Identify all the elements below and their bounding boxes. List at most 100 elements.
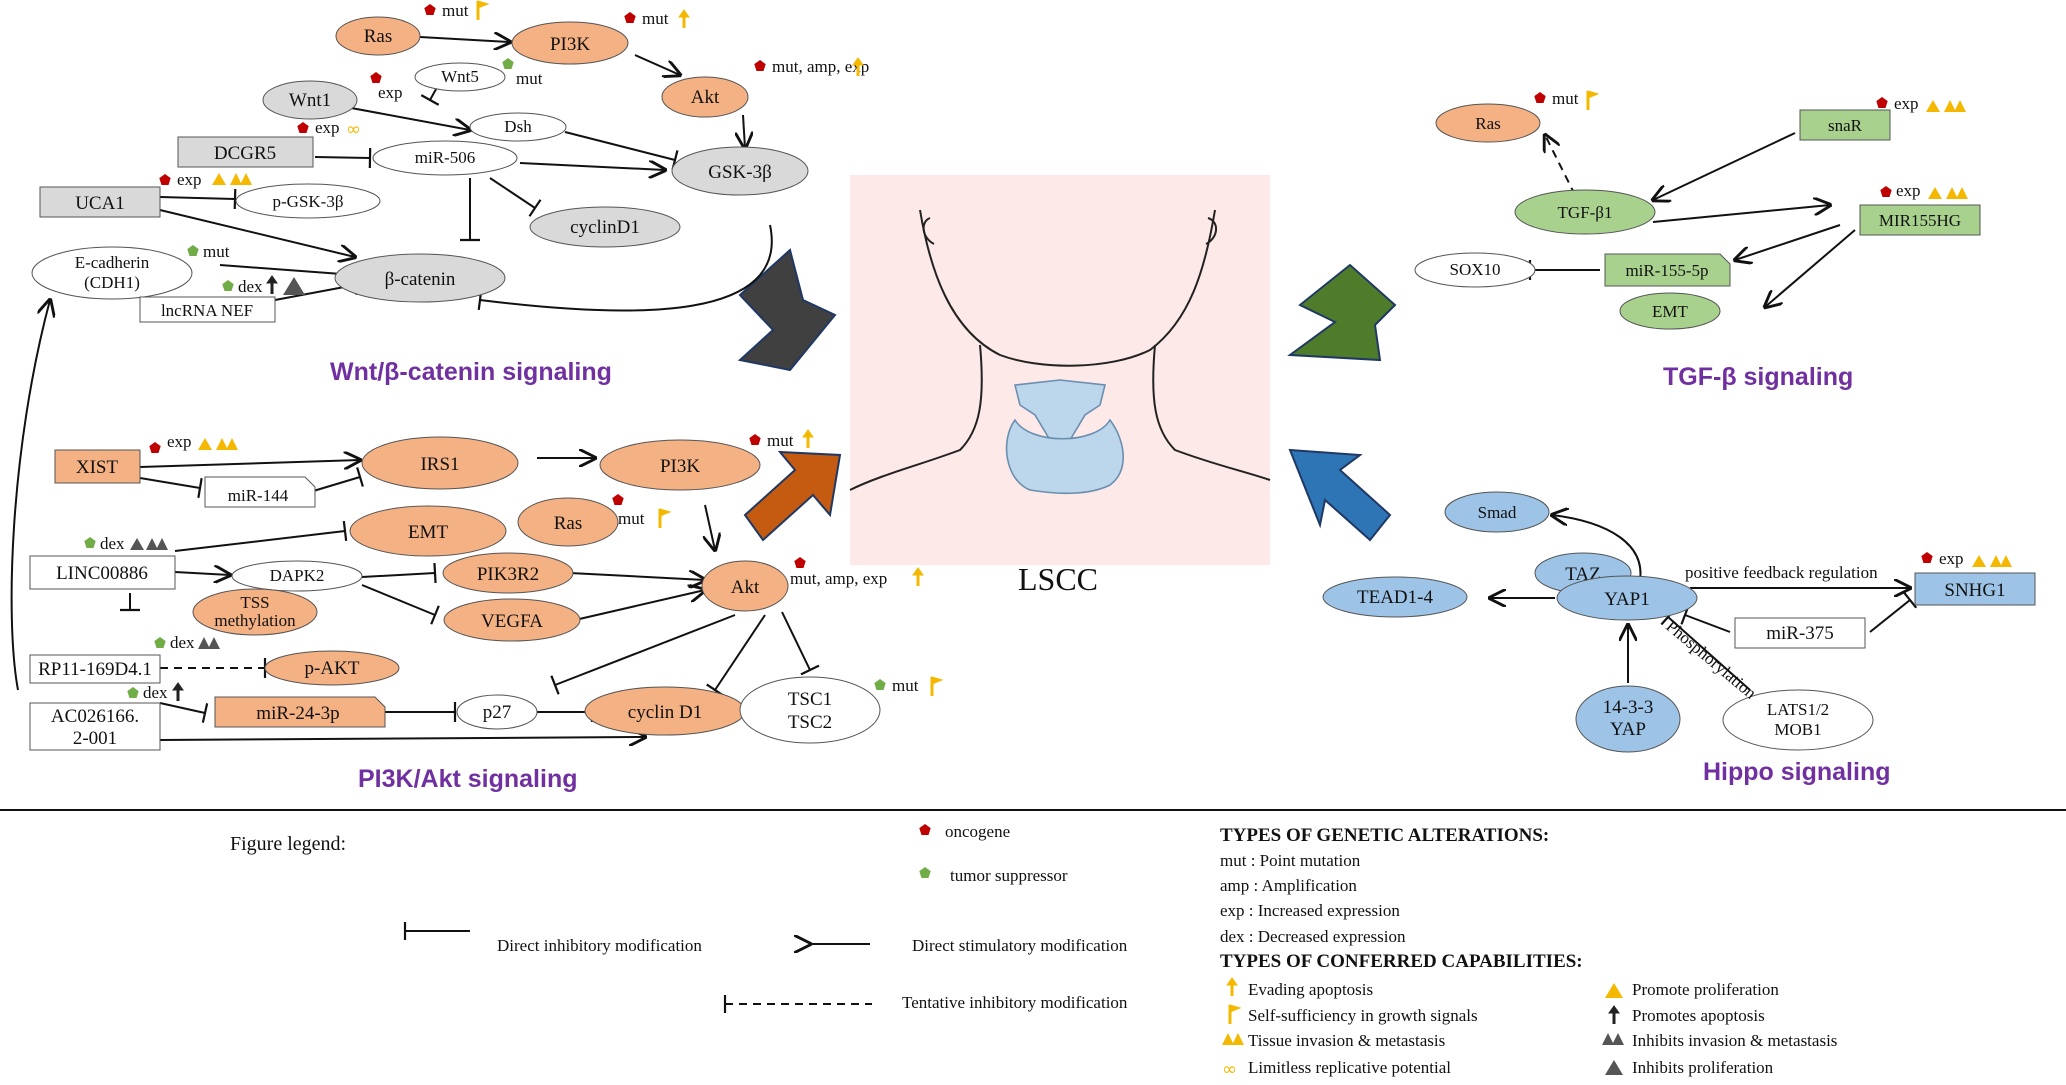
svg-text:YAP: YAP xyxy=(1610,719,1646,740)
svg-text:mut: mut xyxy=(1552,89,1579,108)
svg-text:tumor suppressor: tumor suppressor xyxy=(950,866,1068,885)
svg-text:Tentative inhibitory modificat: Tentative inhibitory modification xyxy=(902,993,1128,1012)
svg-text:mut: mut xyxy=(442,1,469,20)
tumor-suppressor-icon xyxy=(222,280,234,291)
mir144-node xyxy=(204,476,316,508)
svg-text:GSK-3β: GSK-3β xyxy=(708,162,772,183)
svg-text:Tissue invasion & metastasis: Tissue invasion & metastasis xyxy=(1248,1031,1445,1050)
wnt1-node xyxy=(262,80,358,120)
oncogene-icon xyxy=(159,174,171,185)
pi3k-akt-node xyxy=(701,560,789,612)
svg-text:p-GSK-3β: p-GSK-3β xyxy=(273,192,344,211)
oncogene-icon xyxy=(297,122,309,133)
tumor-suppressor-icon xyxy=(502,58,514,69)
linc00886-node xyxy=(29,555,176,590)
tissue-invasion-icon xyxy=(230,173,252,185)
svg-text:exp: exp xyxy=(378,83,403,102)
svg-text:(CDH1): (CDH1) xyxy=(84,273,140,292)
limitless-replicative-icon: ∞ xyxy=(346,119,361,140)
tumor-suppressor-icon xyxy=(187,245,199,256)
svg-text:Wnt1: Wnt1 xyxy=(289,90,331,111)
svg-text:β-catenin: β-catenin xyxy=(385,269,456,290)
wnt-cyclind1-node xyxy=(529,206,681,248)
legend-label: Figure legend: xyxy=(230,833,346,855)
ac026166-node xyxy=(29,702,161,751)
promotes-apoptosis-icon xyxy=(171,681,185,703)
promote-proliferation-icon xyxy=(1926,100,1940,112)
svg-text:SNHG1: SNHG1 xyxy=(1944,580,2005,601)
svg-text:mut: mut xyxy=(618,509,645,528)
mir24-node xyxy=(214,696,386,728)
svg-text:miR-24-3p: miR-24-3p xyxy=(256,703,339,724)
svg-text:exp: exp xyxy=(1896,181,1921,200)
growth-signal-icon xyxy=(930,675,944,698)
wnt-akt-node xyxy=(661,76,749,118)
svg-text:TSS: TSS xyxy=(240,593,269,612)
svg-text:exp: exp xyxy=(315,118,340,137)
svg-text:Direct stimulatory modificatio: Direct stimulatory modification xyxy=(912,936,1128,955)
oncogene-icon xyxy=(612,494,624,505)
svg-text:mut: mut xyxy=(516,69,543,88)
xist-node xyxy=(54,449,141,484)
p27-node xyxy=(456,694,538,730)
tumor-suppressor-icon xyxy=(127,687,139,698)
svg-text:oncogene: oncogene xyxy=(945,822,1010,841)
svg-text:mut : Point mutation: mut : Point mutation xyxy=(1220,851,1361,870)
svg-text:YAP1: YAP1 xyxy=(1604,589,1649,610)
tsc-node xyxy=(739,676,881,744)
neck-illustration: LSCC xyxy=(849,175,1271,597)
wnt-pi3k-node xyxy=(511,21,629,65)
svg-text:XIST: XIST xyxy=(76,457,119,478)
tumor-suppressor-icon xyxy=(154,637,166,648)
oncogene-icon xyxy=(424,4,436,15)
svg-text:Promote proliferation: Promote proliferation xyxy=(1632,980,1779,999)
svg-text:exp: exp xyxy=(167,432,192,451)
svg-text:miR-155-5p: miR-155-5p xyxy=(1625,261,1708,280)
inhibits-invasion-icon xyxy=(1602,1033,1624,1045)
inhibits-proliferation-icon xyxy=(283,277,305,295)
svg-text:Direct inhibitory modification: Direct inhibitory modification xyxy=(497,936,702,955)
tgfb1-node xyxy=(1514,189,1656,235)
tead-node xyxy=(1322,576,1468,618)
svg-text:cyclinD1: cyclinD1 xyxy=(570,217,640,238)
pi3k-emt-node xyxy=(349,505,507,557)
svg-text:AC026166.: AC026166. xyxy=(51,706,139,727)
pi3k-panel: XIST miR-144 IRS1 PI3K EMT Ras LINC00886… xyxy=(10,300,944,793)
feedback-label: positive feedback regulation xyxy=(1685,563,1878,582)
svg-text:exp : Increased expression: exp : Increased expression xyxy=(1220,901,1400,920)
hippo-big-arrow xyxy=(1288,448,1392,542)
hippo-panel: Smad TEAD1-4 TAZ YAP1 SNHG1 miR-375 14-3… xyxy=(1322,491,2036,786)
yap1-node xyxy=(1556,575,1698,621)
svg-text:14-3-3: 14-3-3 xyxy=(1603,697,1654,718)
pakt-node xyxy=(264,650,400,686)
snar-node xyxy=(1799,109,1891,141)
svg-text:mut, amp, exp: mut, amp, exp xyxy=(790,569,887,588)
svg-text:Ras: Ras xyxy=(364,26,393,47)
tissue-invasion-icon xyxy=(1944,100,1966,112)
gsk3b-node xyxy=(671,146,809,196)
svg-text:Ras: Ras xyxy=(1475,114,1501,133)
svg-text:mut, amp, exp: mut, amp, exp xyxy=(772,57,869,76)
svg-text:dex : Decreased expression: dex : Decreased expression xyxy=(1220,927,1406,946)
pi3k-title: PI3K/Akt signaling xyxy=(358,765,577,793)
mir155hg-node xyxy=(1859,204,1981,236)
mir375-node xyxy=(1734,617,1866,649)
promote-proliferation-icon xyxy=(198,438,212,450)
svg-text:PI3K: PI3K xyxy=(550,34,590,55)
svg-text:2-001: 2-001 xyxy=(73,728,117,749)
tumor-suppressor-icon xyxy=(919,867,931,878)
svg-text:p-AKT: p-AKT xyxy=(305,658,360,679)
svg-text:mut: mut xyxy=(203,242,230,261)
tgf-emt-node xyxy=(1619,292,1721,330)
svg-text:exp: exp xyxy=(1894,94,1919,113)
smad-node xyxy=(1444,491,1550,533)
svg-text:Smad: Smad xyxy=(1478,503,1517,522)
promote-proliferation-icon xyxy=(212,173,226,185)
svg-text:EMT: EMT xyxy=(1652,302,1689,321)
evading-apoptosis-icon xyxy=(801,428,815,450)
svg-text:dex: dex xyxy=(100,534,125,553)
ecadherin-node xyxy=(31,246,193,300)
inhibits-invasion-icon xyxy=(146,538,168,550)
tgf-title: TGF-β signaling xyxy=(1663,363,1853,391)
